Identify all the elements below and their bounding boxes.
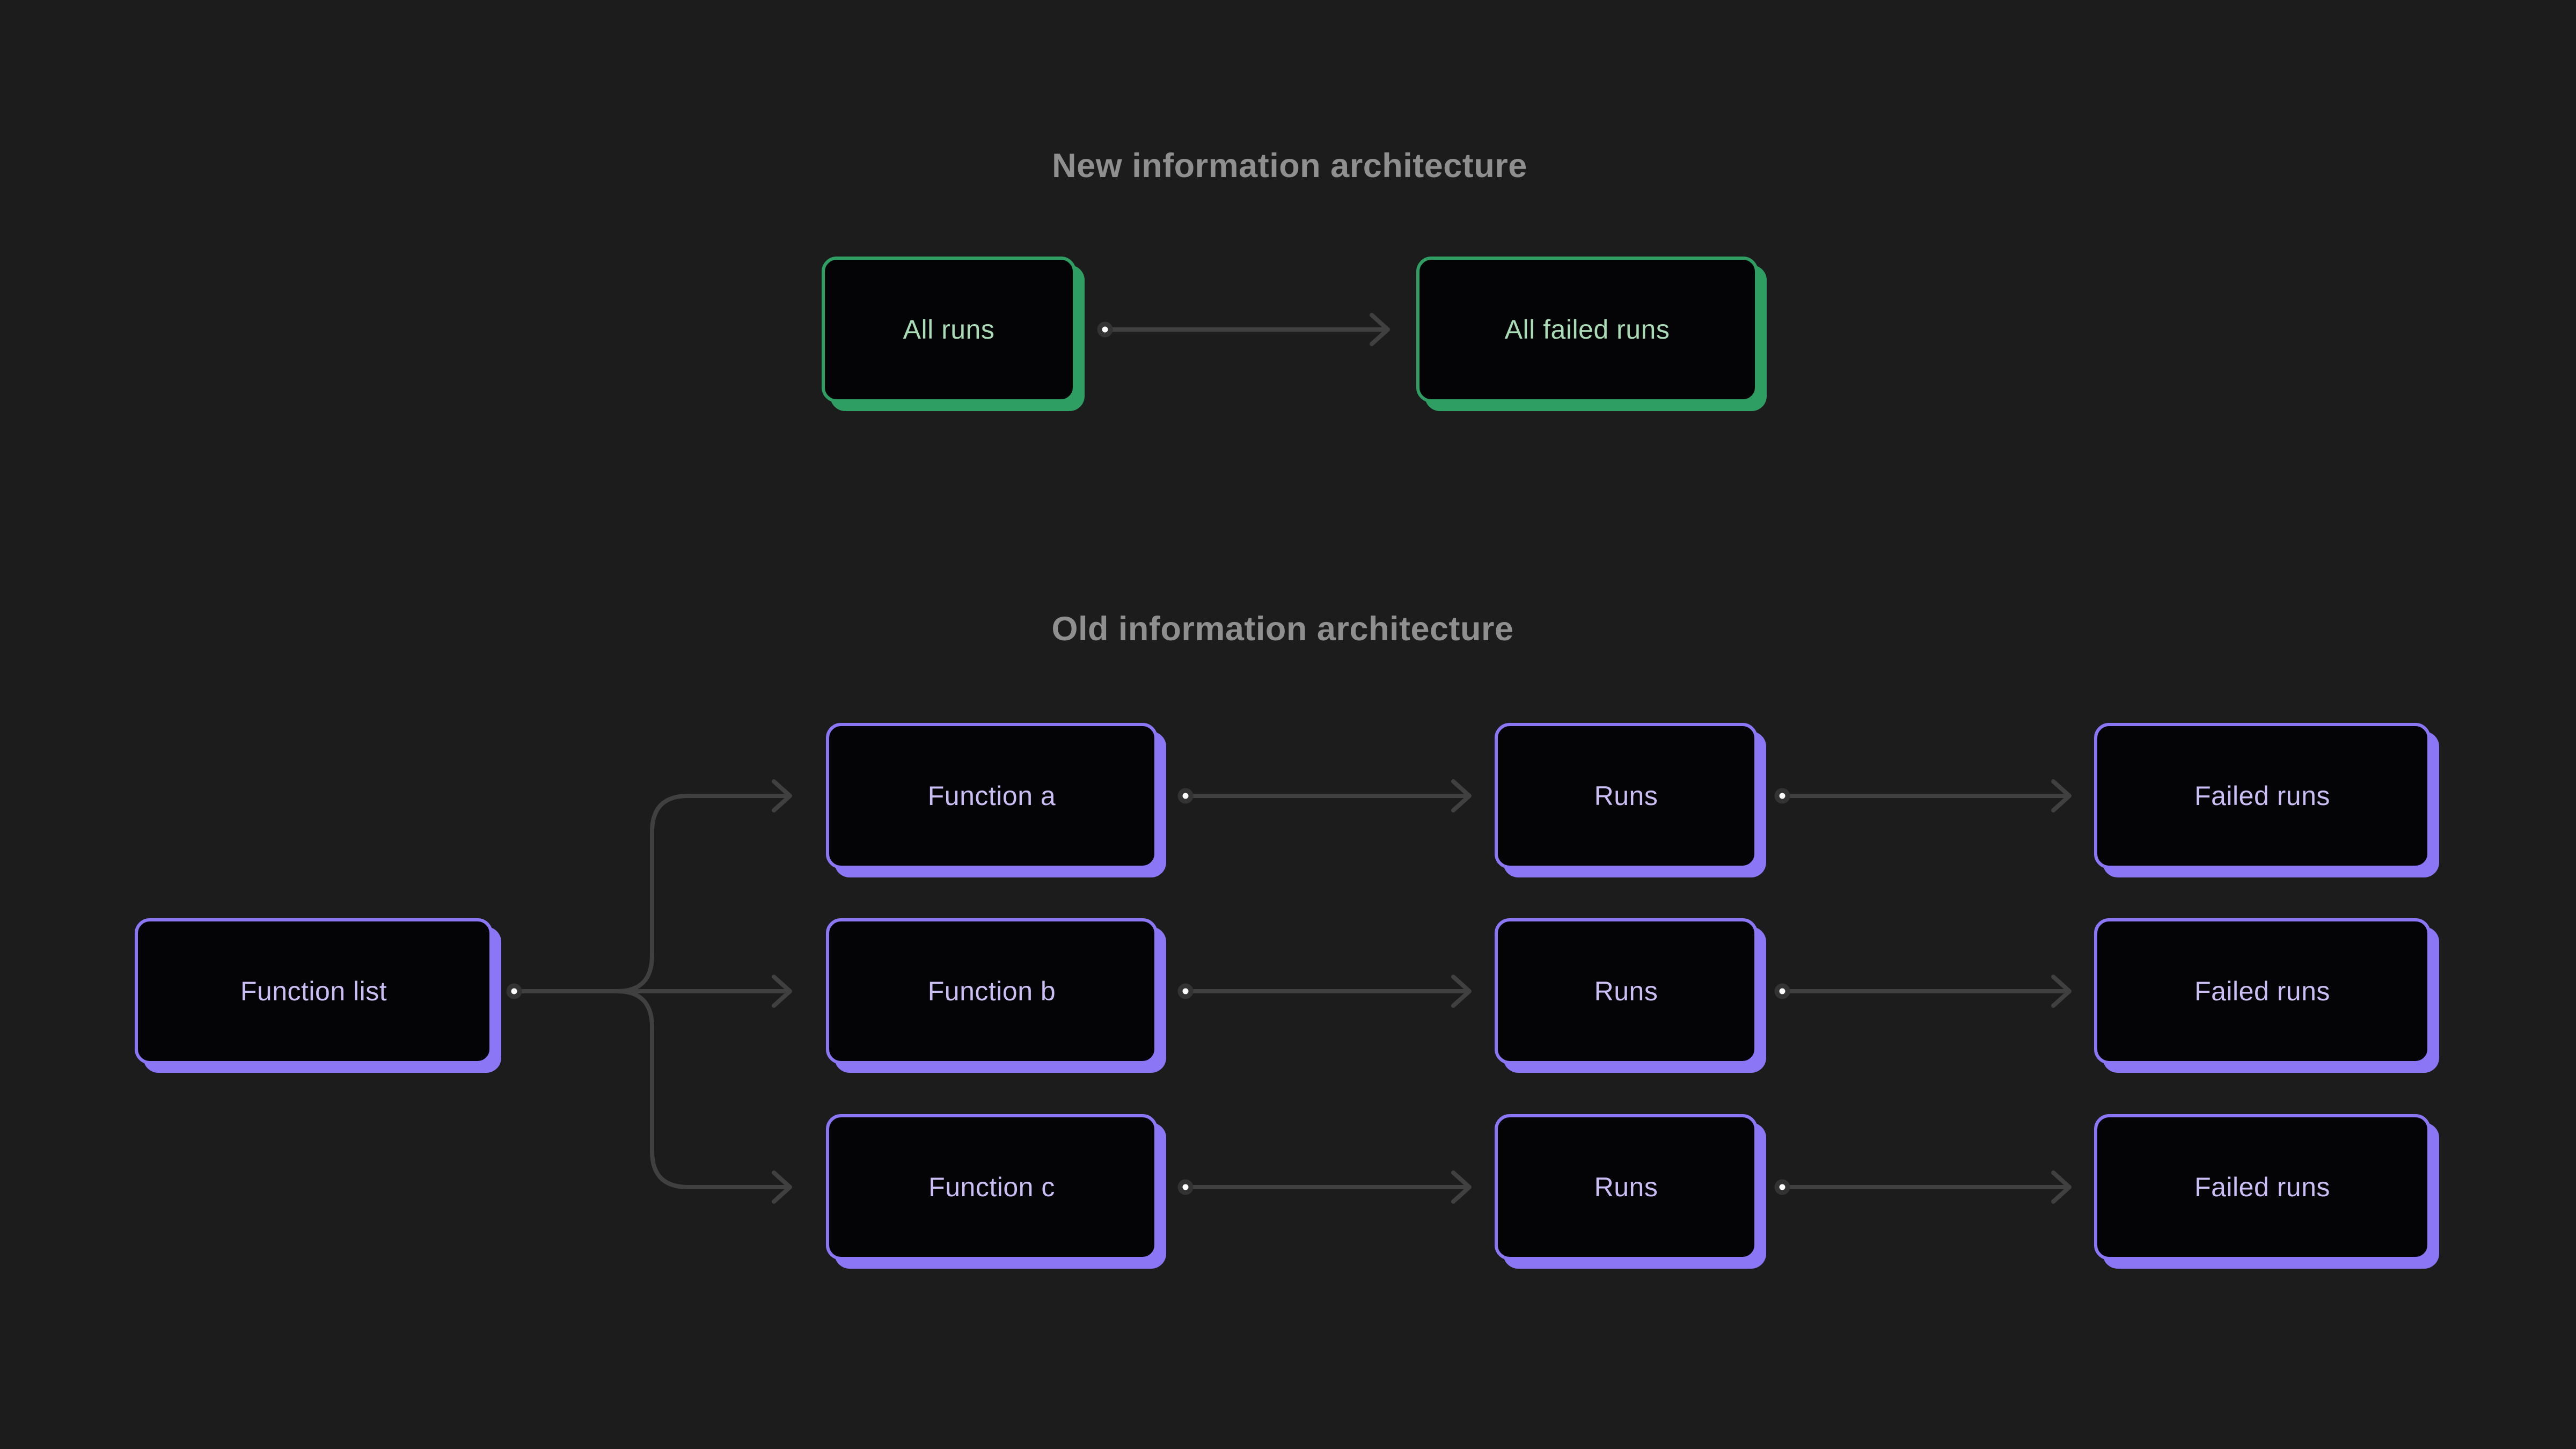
arrowhead-icon	[1451, 1170, 1472, 1204]
node-all-runs: All runs	[822, 257, 1076, 402]
connector-dot	[1097, 321, 1113, 338]
connector-row2	[1177, 975, 2072, 1008]
arrowhead-icon	[772, 1170, 792, 1204]
arrowhead-icon	[772, 779, 792, 813]
arrowhead-icon	[2051, 975, 2072, 1008]
node-function-list: Function list	[135, 918, 493, 1064]
connector-functionlist-fork	[506, 779, 792, 1204]
node-label: All runs	[903, 314, 995, 345]
connector-dot	[1177, 983, 1194, 999]
connector-dot	[1774, 788, 1790, 804]
node-label: Function list	[240, 976, 387, 1006]
arrowhead-icon	[1370, 313, 1390, 346]
fork-down-line	[615, 989, 789, 1189]
connector-dot	[1177, 788, 1194, 804]
node-function-a: Function a	[826, 723, 1158, 869]
title-new-architecture: New information architecture	[1052, 147, 1527, 185]
fork-up-line	[615, 794, 789, 993]
node-failed-runs-c: Failed runs	[2094, 1114, 2431, 1260]
node-label: Function a	[927, 781, 1056, 811]
connector-dot	[506, 983, 522, 999]
node-failed-runs-b: Failed runs	[2094, 918, 2431, 1064]
arrowhead-icon	[772, 975, 792, 1008]
connector-row3	[1177, 1170, 2072, 1204]
node-runs-c: Runs	[1495, 1114, 1758, 1260]
node-label: Runs	[1594, 976, 1658, 1006]
title-old-architecture: Old information architecture	[1051, 610, 1514, 648]
node-label: Function b	[927, 976, 1056, 1006]
node-label: All failed runs	[1504, 314, 1670, 345]
node-all-failed-runs: All failed runs	[1416, 257, 1758, 402]
arrowhead-icon	[2051, 1170, 2072, 1204]
node-label: Runs	[1594, 1172, 1658, 1202]
node-runs-b: Runs	[1495, 918, 1758, 1064]
connector-row1	[1177, 779, 2072, 813]
node-label: Failed runs	[2194, 1172, 2330, 1202]
connector-allruns-allfailedruns	[1097, 313, 1390, 346]
node-label: Runs	[1594, 781, 1658, 811]
arrowhead-icon	[2051, 779, 2072, 813]
node-runs-a: Runs	[1495, 723, 1758, 869]
arrowhead-icon	[1451, 779, 1472, 813]
node-label: Function c	[928, 1172, 1055, 1202]
node-function-b: Function b	[826, 918, 1158, 1064]
node-label: Failed runs	[2194, 976, 2330, 1006]
connector-dot	[1177, 1179, 1194, 1195]
node-label: Failed runs	[2194, 781, 2330, 811]
connector-dot	[1774, 1179, 1790, 1195]
arrowhead-icon	[1451, 975, 1472, 1008]
node-function-c: Function c	[826, 1114, 1158, 1260]
node-failed-runs-a: Failed runs	[2094, 723, 2431, 869]
connector-dot	[1774, 983, 1790, 999]
